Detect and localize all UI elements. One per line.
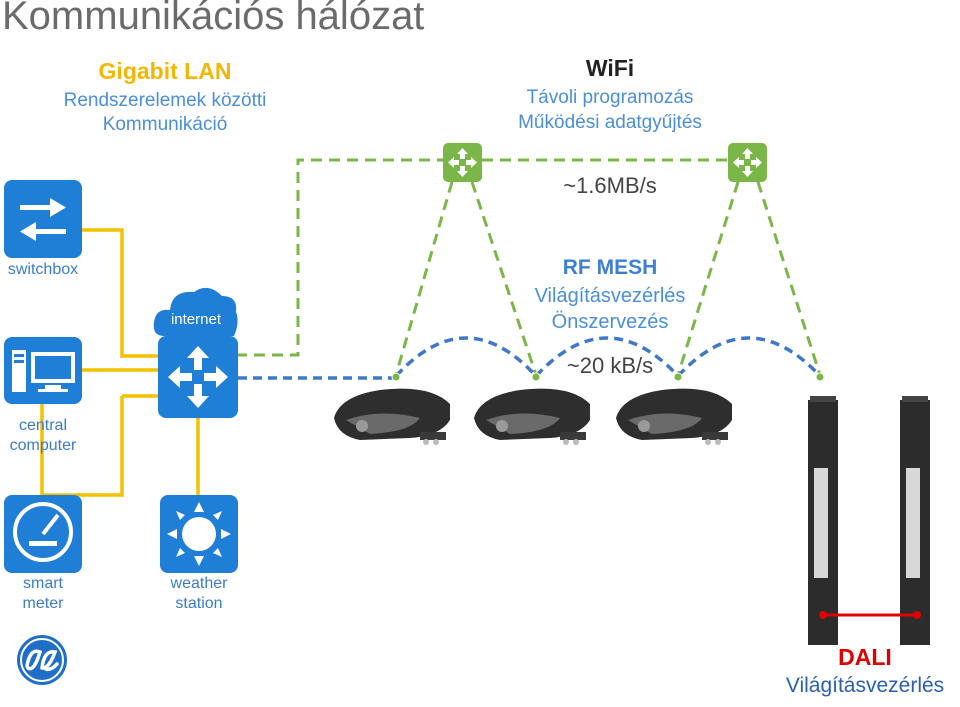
- rf-mesh-links: [238, 336, 822, 380]
- wifi-link-ap1-lamp1: [394, 181, 454, 376]
- central-computer-label-line2: computer: [9, 437, 77, 454]
- mesh-node-lamp2: [531, 372, 541, 382]
- wifi-links: [236, 158, 822, 376]
- weather-station-icon[interactable]: [160, 495, 238, 573]
- switchbox-icon[interactable]: [4, 180, 82, 258]
- mesh-arc-1: [394, 336, 538, 378]
- mesh-arc-2: [534, 336, 680, 378]
- wifi-link-ap2-bollard: [756, 181, 822, 376]
- lan-link-switchbox: [82, 228, 158, 358]
- wifi-desc-line2: Működési adatgyűjtés: [518, 112, 702, 133]
- rf-mesh-desc-line1: Világításvezérlés: [534, 285, 686, 307]
- bollard-light-icon: [808, 396, 838, 645]
- ge-logo-icon: [17, 635, 67, 685]
- mesh-node-lamp1: [391, 372, 401, 382]
- dali-subtitle: Világításvezérlés: [785, 674, 945, 697]
- street-lamp-icon: [616, 388, 732, 445]
- smart-meter-label-line2: meter: [22, 595, 64, 612]
- mesh-arc-3: [676, 336, 822, 378]
- central-computer-label-line1: central: [18, 417, 68, 434]
- switchbox-label: switchbox: [7, 261, 79, 278]
- lan-desc-line2: Kommunikáció: [102, 114, 228, 135]
- internet-cloud-icon: [153, 287, 238, 336]
- lan-links: [40, 228, 200, 497]
- lan-desc-line1: Rendszerelemek közötti: [63, 90, 267, 111]
- dali-link: [819, 611, 921, 619]
- wifi-link-backhaul: [236, 158, 444, 357]
- wifi-access-point-icon[interactable]: [728, 143, 767, 182]
- mesh-node-bollard: [815, 372, 825, 382]
- wifi-link-ap1-lamp2: [470, 181, 538, 376]
- weather-station-label-line2: station: [175, 595, 223, 612]
- computer-icon[interactable]: [4, 337, 82, 404]
- smart-meter-icon[interactable]: [4, 495, 82, 573]
- smart-meter-label-line1: smart: [23, 575, 63, 592]
- mesh-node-lamp3: [673, 372, 683, 382]
- mesh-nodes: [391, 372, 825, 382]
- page-title: Kommunikációs hálózat: [2, 0, 425, 38]
- wifi-access-point-icon[interactable]: [443, 143, 482, 182]
- rf-mesh-speed: ~20 kB/s: [566, 353, 654, 378]
- lan-title: Gigabit LAN: [98, 58, 232, 84]
- internet-router-icon[interactable]: [158, 336, 238, 418]
- street-lamp-icon: [334, 388, 450, 445]
- dali-title: DALI: [838, 644, 892, 670]
- rf-mesh-desc-line2: Önszervezés: [551, 311, 669, 333]
- wifi-link-ap2-lamp3: [676, 181, 740, 376]
- weather-station-label-line1: weather: [170, 575, 228, 592]
- wifi-desc-line1: Távoli programozás: [526, 87, 694, 108]
- street-lamp-icon: [474, 388, 590, 445]
- wifi-title: WiFi: [585, 55, 635, 81]
- bollard-light-icon: [900, 396, 930, 645]
- wifi-speed: ~1.6MB/s: [563, 173, 657, 198]
- internet-label: internet: [171, 311, 222, 328]
- rf-mesh-title: RF MESH: [562, 256, 658, 279]
